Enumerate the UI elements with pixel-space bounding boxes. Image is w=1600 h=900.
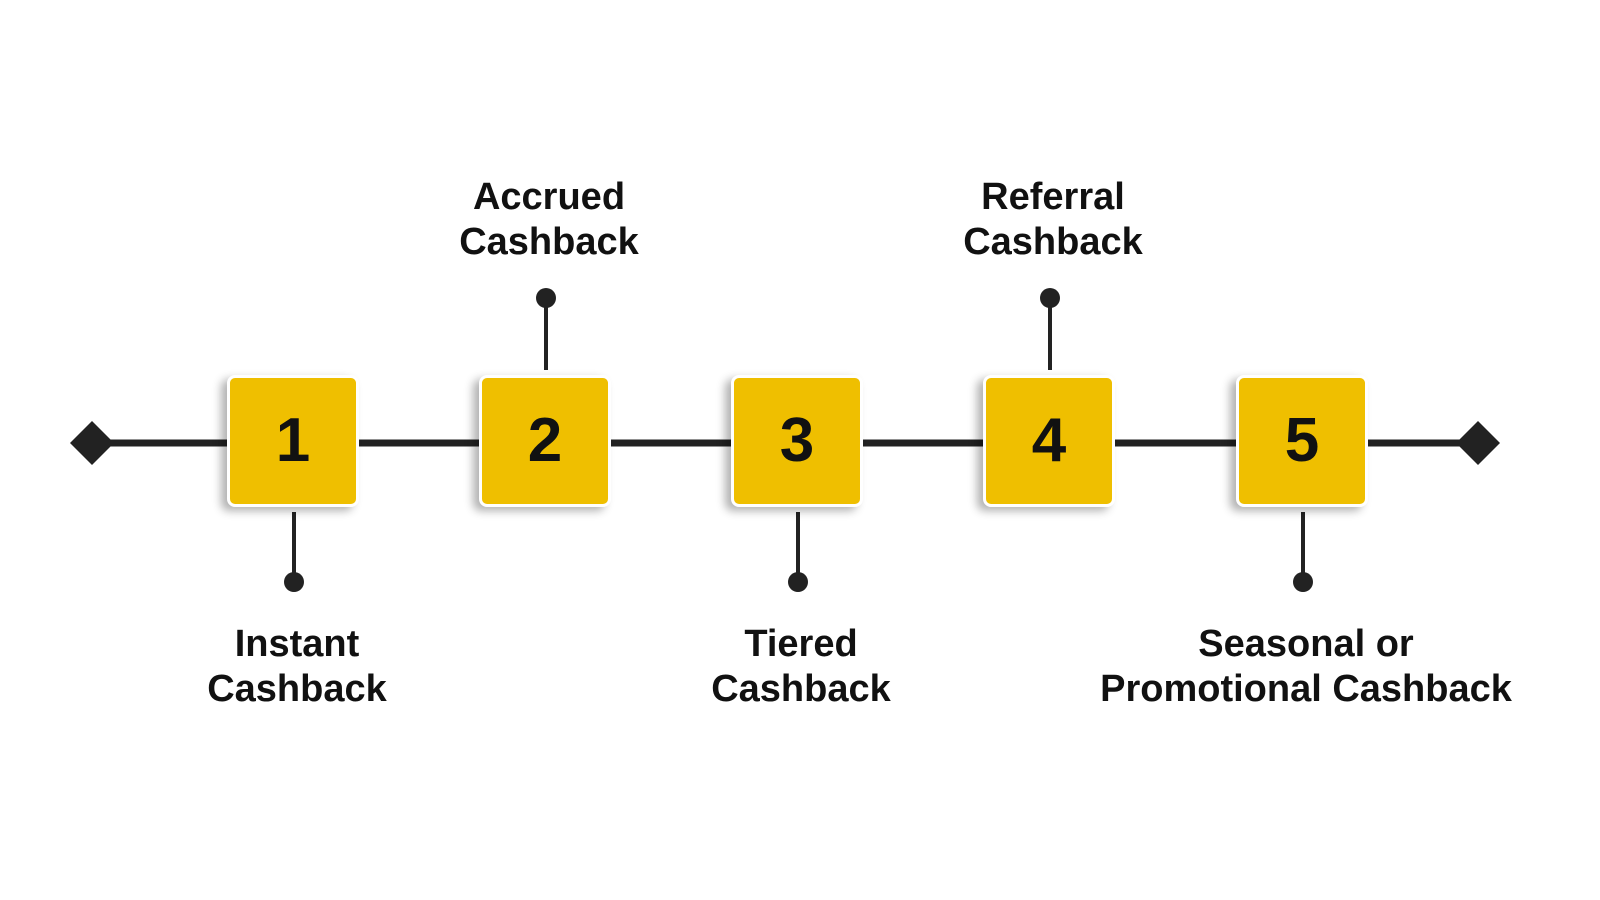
label-line: Referral <box>981 176 1125 218</box>
step-box-3: 3 <box>731 375 863 507</box>
step-box-5: 5 <box>1236 375 1368 507</box>
step-box-4: 4 <box>983 375 1115 507</box>
label-line: Cashback <box>459 221 639 263</box>
left-end-diamond <box>70 421 114 465</box>
connector-dot <box>1040 288 1060 308</box>
label-line: Promotional Cashback <box>1100 668 1512 710</box>
connector-dot <box>788 572 808 592</box>
step-number: 5 <box>1284 406 1320 475</box>
step-number: 1 <box>275 406 311 475</box>
label-line: Accrued <box>472 176 626 218</box>
label-line: Cashback <box>711 668 891 710</box>
label-line: Cashback <box>963 221 1143 263</box>
label-line: Seasonal or <box>1198 623 1414 665</box>
connector-dot <box>284 572 304 592</box>
step-box-2: 2 <box>479 375 611 507</box>
label-line: Instant <box>234 623 360 665</box>
right-end-diamond <box>1456 421 1500 465</box>
step-number: 3 <box>779 406 815 475</box>
connector-dot <box>536 288 556 308</box>
label-line: Tiered <box>744 623 858 665</box>
step-number: 2 <box>527 406 563 475</box>
step-number: 4 <box>1031 406 1067 475</box>
step-box-1: 1 <box>227 375 359 507</box>
label-line: Cashback <box>207 668 387 710</box>
connector-dot <box>1293 572 1313 592</box>
